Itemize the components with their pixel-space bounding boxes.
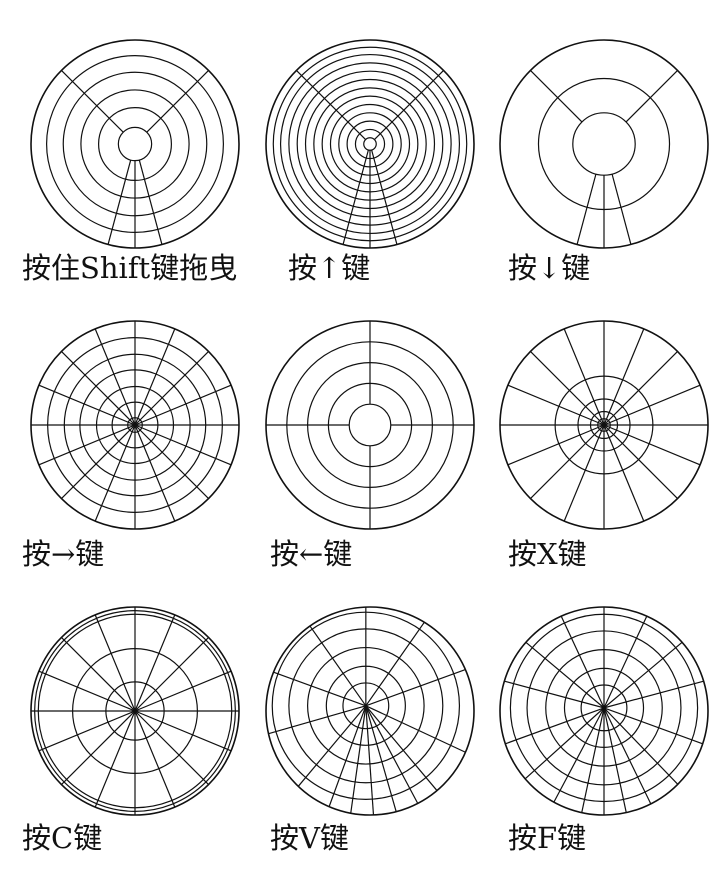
spoke-4 xyxy=(134,328,176,426)
spoke-14 xyxy=(134,710,176,808)
polar-grid-7 xyxy=(30,606,240,816)
spoke-1 xyxy=(603,680,704,709)
spoke-15 xyxy=(603,707,679,785)
panel-caption: 按V键 xyxy=(270,821,349,855)
polar-grid-6 xyxy=(499,320,709,530)
ring-1 xyxy=(117,126,153,162)
spoke-2 xyxy=(134,384,232,426)
spoke-11 xyxy=(61,710,136,785)
spoke-15 xyxy=(134,424,209,499)
spoke-2 xyxy=(603,384,701,426)
spoke-3 xyxy=(603,615,648,709)
spoke-8 xyxy=(38,384,136,426)
spoke-2 xyxy=(365,621,425,707)
spoke-12 xyxy=(94,424,136,522)
polar-grid-3 xyxy=(499,39,709,249)
spoke-7 xyxy=(297,705,367,787)
spoke-8 xyxy=(328,705,367,807)
spoke-3 xyxy=(576,173,597,245)
polar-grid-8 xyxy=(265,606,475,816)
panel-caption: 按住Shift键拖曳 xyxy=(22,251,238,285)
spoke-3 xyxy=(134,637,209,712)
spoke-3 xyxy=(342,149,369,245)
panel-caption: 按C键 xyxy=(22,821,103,855)
spoke-8 xyxy=(505,707,605,745)
spoke-8 xyxy=(38,670,136,712)
spoke-10 xyxy=(38,424,136,466)
spoke-4 xyxy=(371,149,398,245)
polar-grid-4 xyxy=(30,320,240,530)
polar-grid-2 xyxy=(265,39,475,249)
spoke-13 xyxy=(603,707,627,813)
panel-caption: 按X键 xyxy=(508,537,587,571)
polar-grid-5 xyxy=(265,320,475,530)
panel-caption: 按↓键 xyxy=(508,251,591,285)
spoke-1 xyxy=(146,70,209,133)
spoke-4 xyxy=(138,159,163,245)
spoke-16 xyxy=(134,424,232,466)
spoke-10 xyxy=(507,424,605,466)
spoke-14 xyxy=(603,707,652,805)
spoke-10 xyxy=(38,710,136,752)
spoke-3 xyxy=(134,351,209,426)
spoke-15 xyxy=(134,710,209,785)
spoke-10 xyxy=(365,705,375,815)
spoke-12 xyxy=(94,710,136,808)
spoke-13 xyxy=(365,705,438,791)
spoke-14 xyxy=(134,424,176,522)
spoke-16 xyxy=(603,707,703,745)
spoke-1 xyxy=(365,669,466,707)
spoke-11 xyxy=(581,707,605,813)
spoke-3 xyxy=(603,351,678,426)
spoke-1 xyxy=(625,70,678,123)
spoke-15 xyxy=(603,424,678,499)
spoke-6 xyxy=(94,614,136,712)
spoke-2 xyxy=(603,641,683,709)
spoke-16 xyxy=(134,710,232,752)
spoke-5 xyxy=(273,671,367,707)
spoke-6 xyxy=(525,641,605,709)
spoke-10 xyxy=(553,707,605,803)
spoke-11 xyxy=(530,424,605,499)
spoke-4 xyxy=(134,614,176,712)
spoke-6 xyxy=(94,328,136,426)
spoke-7 xyxy=(61,351,136,426)
spoke-11 xyxy=(61,424,136,499)
spoke-3 xyxy=(107,159,132,245)
spoke-1 xyxy=(373,70,444,141)
spoke-5 xyxy=(560,615,605,709)
ring-1 xyxy=(572,112,636,176)
spoke-6 xyxy=(563,328,605,426)
spoke-7 xyxy=(61,637,136,712)
spoke-7 xyxy=(504,680,605,709)
spoke-2 xyxy=(296,70,367,141)
spoke-4 xyxy=(603,328,645,426)
panel-caption: 按↑键 xyxy=(288,251,371,285)
outer-ring xyxy=(265,606,475,816)
spoke-16 xyxy=(603,424,701,466)
ring-1 xyxy=(363,137,377,151)
spoke-4 xyxy=(611,173,632,245)
panel-caption: 按F键 xyxy=(508,821,587,855)
spoke-2 xyxy=(530,70,583,123)
polar-grid-9 xyxy=(499,606,709,816)
spoke-7 xyxy=(530,351,605,426)
ring-1 xyxy=(348,403,392,447)
spoke-11 xyxy=(365,705,397,812)
spoke-12 xyxy=(365,705,419,804)
panel-caption: 按←键 xyxy=(270,537,353,571)
spoke-2 xyxy=(134,670,232,712)
spoke-14 xyxy=(603,424,645,522)
spoke-2 xyxy=(61,70,124,133)
panel-caption: 按→键 xyxy=(22,537,105,571)
spoke-9 xyxy=(350,705,367,814)
spoke-4 xyxy=(309,625,367,707)
polar-grid-1 xyxy=(30,39,240,249)
spoke-14 xyxy=(365,705,466,753)
spoke-6 xyxy=(268,705,367,735)
spoke-8 xyxy=(507,384,605,426)
spoke-9 xyxy=(524,707,605,780)
spoke-12 xyxy=(563,424,605,522)
